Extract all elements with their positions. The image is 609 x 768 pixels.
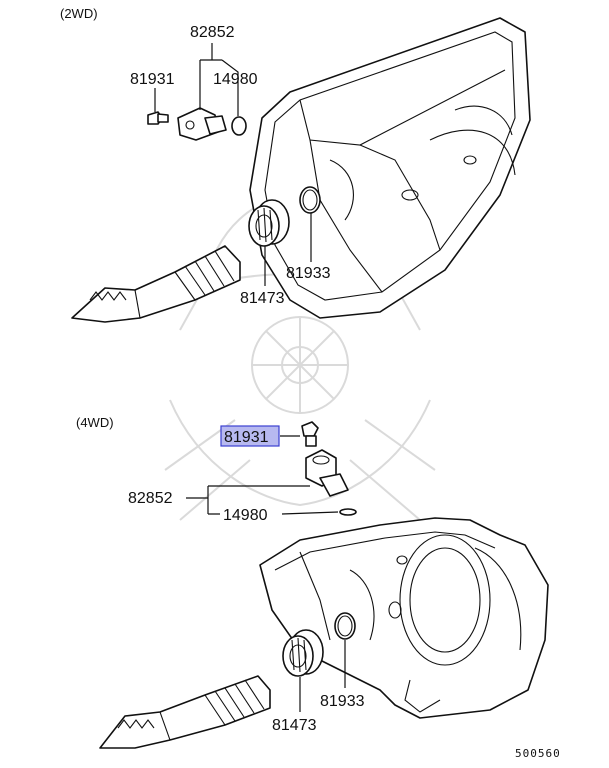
snap-ring-2wd <box>299 186 321 214</box>
bearing-4wd <box>282 629 324 677</box>
output-shaft-4wd <box>99 675 271 749</box>
speed-sensor-4wd <box>305 449 349 497</box>
o-ring-4wd <box>339 508 357 516</box>
leader-82852-2wd <box>199 43 239 116</box>
callout-14980-2wd[interactable]: 14980 <box>213 71 258 88</box>
speed-sensor-2wd <box>177 107 227 141</box>
callout-81933-2wd[interactable]: 81933 <box>286 265 331 282</box>
callout-81933-4wd[interactable]: 81933 <box>320 693 365 710</box>
leader-82852-14980-4wd <box>186 485 339 515</box>
bolt-4wd <box>301 421 319 447</box>
callout-82852-2wd[interactable]: 82852 <box>190 24 235 41</box>
snap-ring-4wd <box>334 612 356 640</box>
callout-81931-4wd[interactable]: 81931 <box>224 429 269 446</box>
section-label-2wd: (2WD) <box>60 6 98 21</box>
section-label-4wd: (4WD) <box>76 415 114 430</box>
callout-14980-4wd[interactable]: 14980 <box>223 507 268 524</box>
transfer-case-housing-2wd <box>249 17 531 319</box>
output-shaft-2wd <box>71 245 241 323</box>
callout-81473-4wd[interactable]: 81473 <box>272 717 317 734</box>
bearing-2wd <box>248 199 290 247</box>
callout-81931-2wd[interactable]: 81931 <box>130 71 175 88</box>
callout-82852-4wd[interactable]: 82852 <box>128 490 173 507</box>
o-ring-2wd <box>231 116 247 136</box>
diagram-reference-number: 500560 <box>515 747 561 760</box>
callout-81473-2wd[interactable]: 81473 <box>240 290 285 307</box>
callout-highlight-81931 <box>220 425 280 447</box>
transfer-case-housing-4wd <box>259 517 549 719</box>
bolt-2wd <box>147 111 169 125</box>
